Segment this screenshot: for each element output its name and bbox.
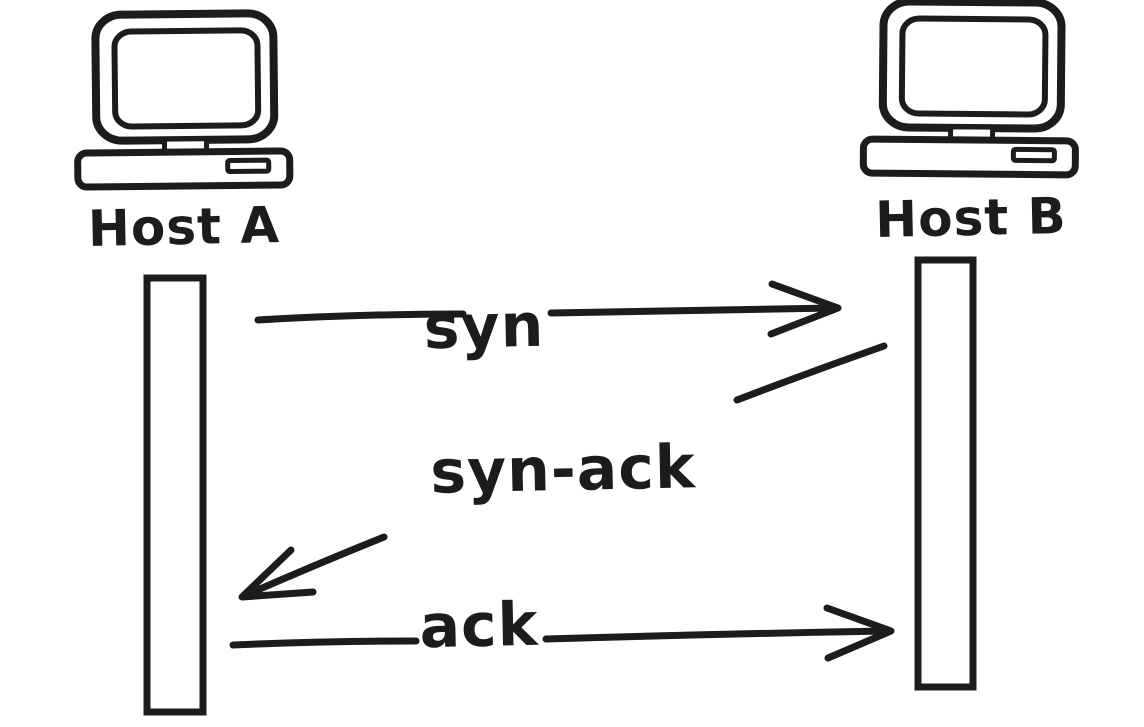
syn-arrow-line-right: [547, 304, 837, 317]
host-b-label: Host B: [874, 187, 1068, 249]
ack-arrow-line-left: [229, 637, 420, 649]
syn-message-label: syn: [423, 290, 545, 364]
computer-icon: [76, 13, 290, 187]
syn-arrowhead: [767, 280, 842, 338]
syn-ack-arrow-line-upper: [733, 342, 888, 404]
syn-arrow-line-left: [254, 310, 467, 324]
host-a-lifeline: [143, 274, 207, 716]
syn-ack-arrow: [238, 342, 888, 601]
host-b-lifeline: [914, 256, 977, 691]
computer-icon: [863, 1, 1076, 175]
syn-ack-message-label: syn-ack: [429, 432, 697, 508]
ack-arrow: [229, 604, 895, 662]
syn-ack-arrow-line-lower: [240, 533, 388, 600]
ack-message-label: ack: [418, 589, 540, 663]
ack-arrowhead: [823, 604, 895, 662]
ack-arrow-line-right: [542, 627, 890, 643]
syn-ack-arrowhead: [238, 546, 317, 601]
syn-arrow: [254, 280, 842, 338]
host-a-label: Host A: [87, 195, 281, 259]
